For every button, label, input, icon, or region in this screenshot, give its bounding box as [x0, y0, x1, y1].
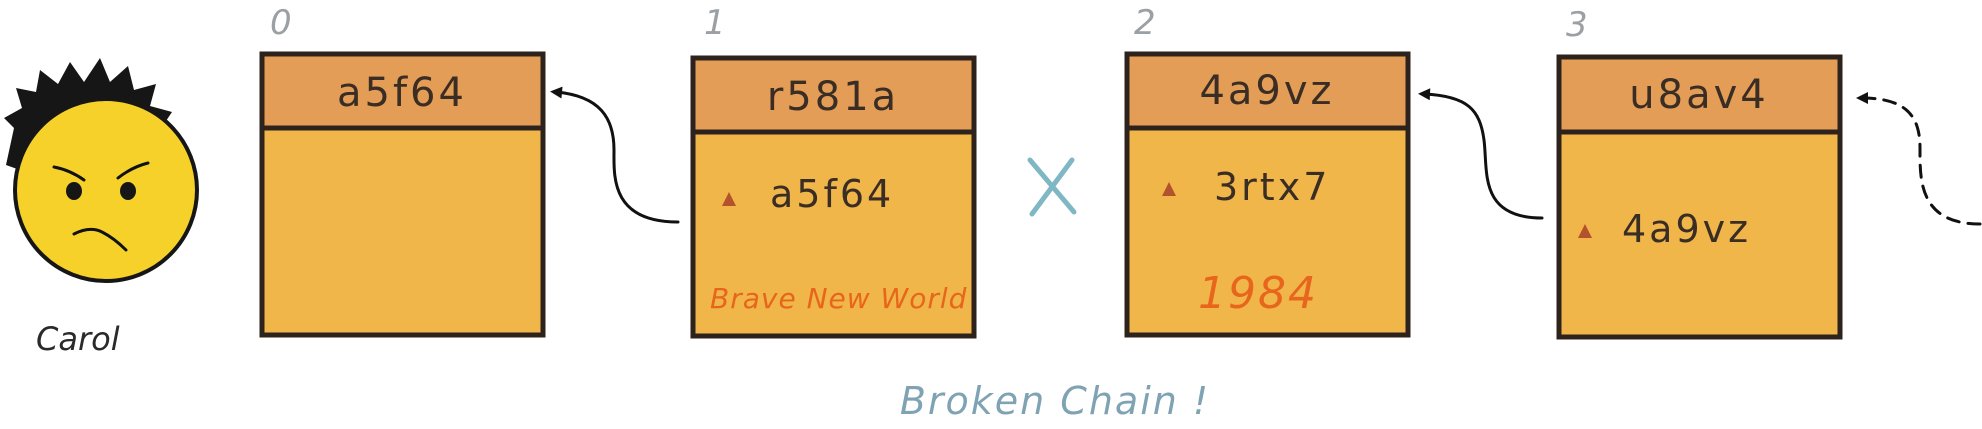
block-data: 1984 [1198, 268, 1318, 319]
block-hash: r581a [767, 74, 899, 120]
pointer-triangle-icon [722, 192, 736, 206]
block-header [1556, 54, 1843, 135]
mouth [72, 227, 128, 252]
block-prev-hash: a5f64 [770, 172, 894, 216]
broken-chain-caption: Broken Chain ! [900, 379, 1210, 423]
block-prev-hash: 4a9vz [1622, 207, 1751, 251]
block-index: 0 [270, 3, 292, 43]
face-circle [13, 97, 199, 283]
block-0: 0 a5f64 [259, 3, 546, 338]
block-hash: a5f64 [337, 70, 467, 116]
block-hash: 4a9vz [1199, 68, 1334, 114]
broken-link-x-icon [1027, 157, 1077, 217]
block-1: 1 r581a a5f64 Brave New World [690, 3, 977, 339]
block-index: 1 [704, 3, 726, 43]
block-3: 3 u8av4 4a9vz [1556, 5, 1843, 340]
carol-avatar: Carol [4, 58, 199, 358]
pointer-triangle-icon [1578, 224, 1592, 238]
block-data: Brave New World [710, 282, 967, 315]
arrow-block1-to-block0 [550, 86, 680, 224]
left-eye [66, 182, 82, 200]
block-header [1124, 51, 1411, 131]
arrow-incoming-dashed [1856, 92, 1982, 226]
block-header [259, 51, 546, 131]
block-index: 3 [1566, 5, 1588, 45]
block-index: 2 [1134, 3, 1156, 43]
block-prev-hash: 3rtx7 [1214, 165, 1330, 209]
left-eyebrow [52, 165, 86, 182]
character-name: Carol [36, 320, 120, 358]
block-header [690, 55, 977, 135]
block-2: 2 4a9vz 3rtx7 1984 [1124, 3, 1411, 338]
right-eye [120, 182, 136, 200]
block-hash: u8av4 [1629, 72, 1768, 118]
pointer-triangle-icon [1162, 182, 1176, 196]
right-eyebrow [116, 161, 150, 180]
arrow-block3-to-block2 [1418, 88, 1544, 220]
